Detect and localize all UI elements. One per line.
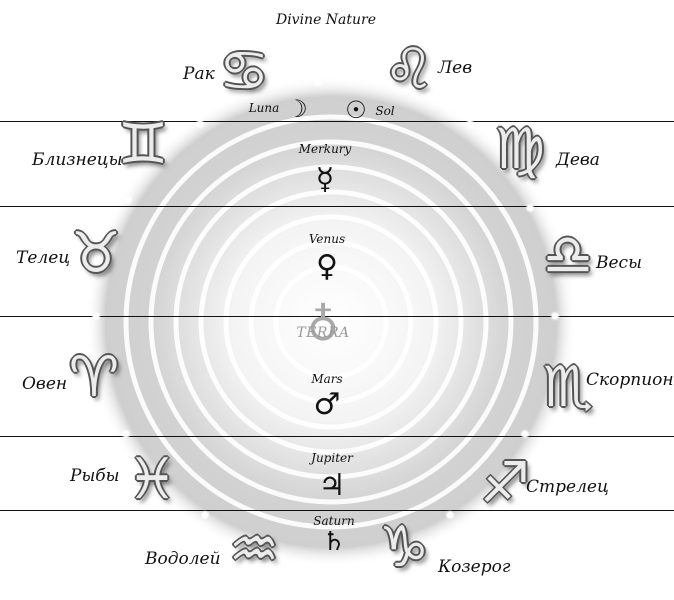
mars-icon: ♂ xyxy=(313,387,341,422)
outer-glow xyxy=(86,77,576,567)
sphere-ring xyxy=(273,264,389,380)
zodiac-label-sagittarius: Стрелец xyxy=(526,477,609,497)
star-sparkle xyxy=(525,203,535,213)
saturn-icon: ♄ xyxy=(322,527,346,557)
sphere-ring xyxy=(248,239,414,405)
star-sparkle xyxy=(465,119,475,129)
horizontal-divider xyxy=(0,206,674,207)
planet-label-terra: TERRA xyxy=(296,325,350,341)
zodiac-label-aquarius: Водолей xyxy=(145,549,221,569)
horizontal-divider xyxy=(0,510,674,511)
pisces-sign-icon: ♓ xyxy=(126,447,178,512)
planet-label-sol: Sol xyxy=(375,104,395,118)
zodiac-label-pisces: Рыбы xyxy=(70,466,120,486)
horizontal-divider xyxy=(0,121,674,122)
leo-sign-icon: ♌ xyxy=(383,37,435,102)
star-sparkle xyxy=(550,311,560,321)
planet-label-jupiter: Jupiter xyxy=(311,451,353,465)
star-sparkle xyxy=(313,77,323,87)
cancer-sign-icon: ♋ xyxy=(218,39,270,104)
zodiac-label-libra: Весы xyxy=(596,253,642,273)
sun-icon: ☉ xyxy=(345,96,367,124)
sphere-ring xyxy=(173,164,489,480)
horizontal-divider xyxy=(0,316,674,317)
aries-sign-icon: ♈ xyxy=(68,345,120,410)
sphere-ring xyxy=(198,189,464,455)
star-sparkle xyxy=(121,429,131,439)
sphere-ring xyxy=(123,114,539,530)
taurus-sign-icon: ♉ xyxy=(70,221,122,286)
star-sparkle xyxy=(91,311,101,321)
zodiac-label-cancer: Рак xyxy=(183,64,215,84)
planet-label-mercury: Merkury xyxy=(298,142,352,156)
aquarius-sign-icon: ♒ xyxy=(228,517,280,582)
virgo-sign-icon: ♍ xyxy=(494,117,546,182)
zodiac-label-scorpio: Скорпион xyxy=(586,370,674,390)
gemini-sign-icon: ♊ xyxy=(117,112,169,177)
star-sparkle xyxy=(195,119,205,129)
venus-icon: ♀ xyxy=(316,249,338,284)
zodiac-label-taurus: Телец xyxy=(16,248,71,268)
planet-label-saturn: Saturn xyxy=(313,514,355,528)
capricorn-sign-icon: ♑ xyxy=(378,515,430,580)
planet-label-luna: Luna xyxy=(248,101,280,115)
planet-label-mars: Mars xyxy=(311,372,343,386)
star-sparkle xyxy=(200,510,210,520)
moon-icon: ☽ xyxy=(286,95,308,123)
sagittarius-sign-icon: ♐ xyxy=(479,451,531,516)
star-sparkle xyxy=(445,510,455,520)
zodiac-label-aries: Овен xyxy=(22,374,68,394)
sphere-ring xyxy=(148,139,514,505)
jupiter-icon: ♃ xyxy=(318,468,346,503)
star-sparkle xyxy=(123,195,133,205)
horizontal-divider xyxy=(0,436,674,437)
diagram-title: Divine Nature xyxy=(275,12,377,28)
libra-sign-icon: ♎ xyxy=(542,223,594,288)
zodiac-label-gemini: Близнецы xyxy=(32,150,123,170)
zodiac-label-capricorn: Козерог xyxy=(438,557,511,577)
sphere-ring xyxy=(223,214,439,430)
mercury-icon: ☿ xyxy=(315,162,335,197)
planet-label-venus: Venus xyxy=(308,232,346,246)
scorpio-sign-icon: ♏ xyxy=(542,355,594,420)
earth-icon: ♁ xyxy=(306,300,340,351)
zodiac-label-leo: Лев xyxy=(438,58,473,78)
zodiac-label-virgo: Дева xyxy=(556,150,600,170)
star-sparkle xyxy=(520,429,530,439)
